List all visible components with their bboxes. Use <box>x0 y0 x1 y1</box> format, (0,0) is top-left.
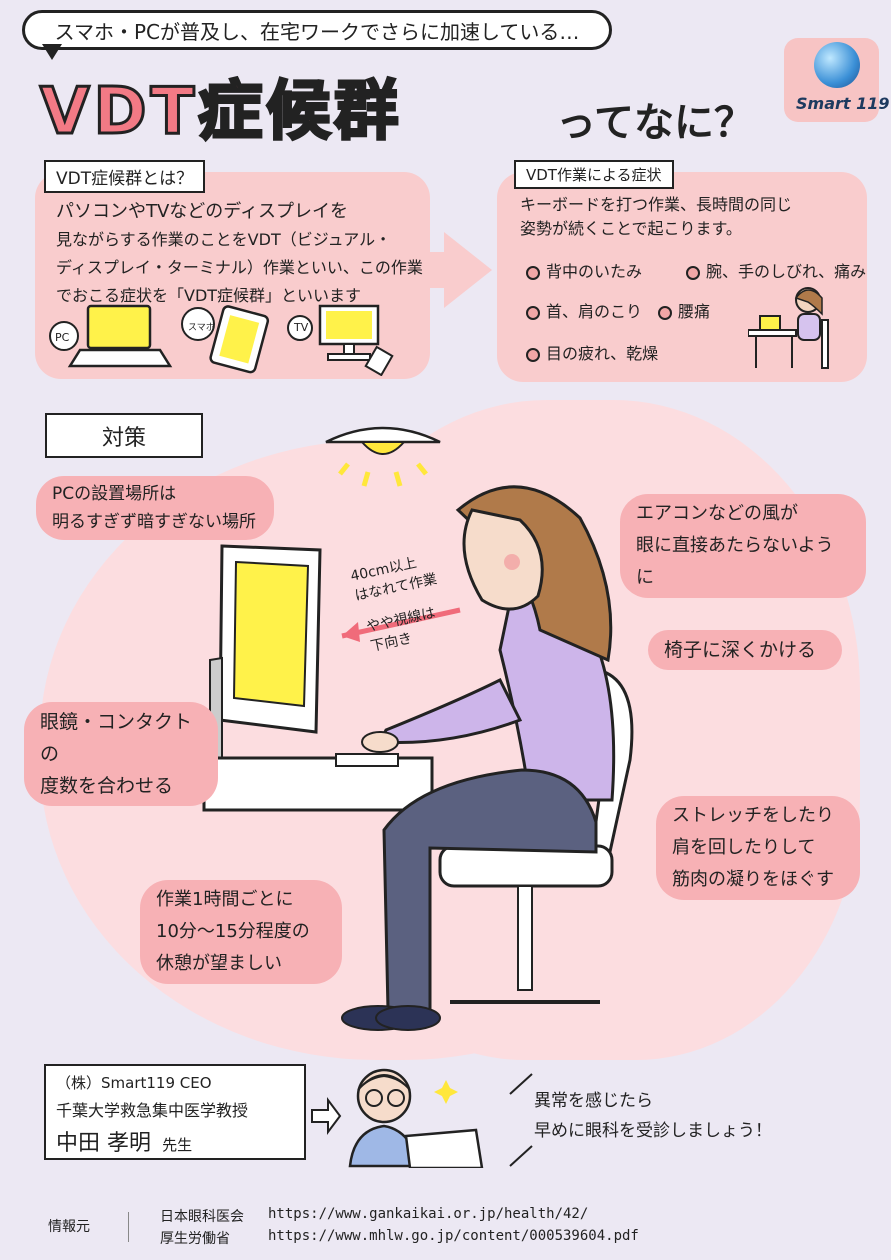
symptom-item: 腰痛 <box>658 298 710 322</box>
symptom-text: 背中のいたみ <box>546 262 643 281</box>
device-label-tv: TV <box>294 321 309 334</box>
smartphone-icon <box>181 305 270 374</box>
logo-text: Smart 119 <box>796 94 890 113</box>
desk-worker-illustration <box>202 485 634 1031</box>
tip-line: 作業1時間ごとに <box>156 889 294 910</box>
source-org-1: 日本眼科医会 <box>160 1209 244 1225</box>
bullet-dot-icon <box>658 305 672 320</box>
source-link-1[interactable]: https://www.gankaikai.or.jp/health/42/ <box>268 1206 589 1222</box>
symptom-text: 腕、手のしびれ、痛み <box>706 262 867 281</box>
symptom-text: 首、肩のこり <box>546 302 643 321</box>
tip-line: 肩を回したりして <box>672 837 816 858</box>
doctor-illustration <box>311 1068 484 1168</box>
definition-line: ディスプレイ・ターミナル）作業といい、この作業 <box>56 258 423 277</box>
bullet-dot-icon <box>526 347 540 362</box>
symptom-item: 腕、手のしびれ、痛み <box>686 258 866 282</box>
bullet-dot-icon <box>526 305 540 320</box>
device-label-phone: スマホ <box>188 323 215 333</box>
device-illustrations <box>49 304 394 376</box>
symptoms-label: VDT作業による症状 <box>514 160 674 189</box>
tip-chair: 椅子に深くかける <box>648 630 842 670</box>
symptom-text: 目の疲れ、乾燥 <box>546 344 659 363</box>
credit-line1: （株）Smart119 CEO <box>56 1074 212 1092</box>
quote-mark-icon <box>509 1073 533 1167</box>
measures-label: 対策 <box>45 413 203 458</box>
tip-line: 度数を合わせる <box>40 775 174 797</box>
ceiling-lamp-icon <box>325 426 441 487</box>
pc-icon <box>49 304 173 368</box>
symptoms-intro-line: 姿勢が続くことで起こります。 <box>520 219 742 238</box>
intro-text: スマホ・PCが普及し、在宅ワークでさらに加速している… <box>54 19 580 44</box>
credit-honorific: 先生 <box>162 1136 193 1154</box>
working-person-illustration <box>748 287 829 369</box>
tip-line: 眼に直接あたらないように <box>636 535 834 588</box>
tip-lighting: PCの設置場所は 明るすぎず暗すぎない場所 <box>36 476 274 540</box>
device-label-pc: PC <box>55 331 70 344</box>
tip-line: 明るすぎず暗すぎない場所 <box>52 512 256 532</box>
page-subtitle: ってなに？ <box>556 100 754 146</box>
footer-divider <box>128 1212 129 1242</box>
advice-message: 異常を感じたら 早めに眼科を受診しましょう！ <box>534 1086 772 1146</box>
tip-line: 椅子に深くかける <box>664 639 817 661</box>
credit-name-row: 中田 孝明 先生 <box>56 1125 294 1157</box>
tip-line: 休憩が望ましい <box>156 953 282 974</box>
smart119-logo-icon <box>814 42 860 88</box>
tip-stretch: ストレッチをしたり 肩を回したりして 筋肉の凝りをほぐす <box>656 796 860 900</box>
definition-text: パソコンやTVなどのディスプレイを 見ながらする作業のことをVDT（ビジュアル・… <box>56 198 426 310</box>
tv-icon <box>287 304 394 376</box>
speech-bubble-tail <box>42 44 62 60</box>
definition-label: VDT症候群とは？ <box>44 160 206 193</box>
tip-line: 10分～15分程度の <box>156 921 310 942</box>
definition-line: でおこる症状を「VDT症候群」といいます <box>56 286 362 305</box>
credit-name: 中田 孝明 <box>56 1131 151 1156</box>
tip-line: ストレッチをしたり <box>672 805 834 826</box>
tip-break: 作業1時間ごとに 10分～15分程度の 休憩が望ましい <box>140 880 342 984</box>
intro-speech-bubble: スマホ・PCが普及し、在宅ワークでさらに加速している… <box>22 10 612 50</box>
symptoms-intro: キーボードを打つ作業、長時間の同じ 姿勢が続くことで起こります。 <box>520 193 792 241</box>
symptoms-intro-line: キーボードを打つ作業、長時間の同じ <box>520 195 793 214</box>
monitor-icon <box>209 544 322 761</box>
definition-line: パソコンやTVなどのディスプレイを <box>56 201 349 222</box>
definition-line: 見ながらする作業のことをVDT（ビジュアル・ <box>56 230 392 249</box>
credit-line2: 千葉大学救急集中医学教授 <box>56 1101 249 1120</box>
symptoms-card <box>497 172 867 382</box>
source-org-2: 厚生労働省 <box>160 1231 230 1247</box>
tip-line: 眼鏡・コンタクトの <box>40 711 193 765</box>
symptom-item: 背中のいたみ <box>526 258 642 282</box>
tip-line: エアコンなどの風が <box>636 503 798 524</box>
symptom-text: 腰痛 <box>678 302 711 321</box>
source-label: 情報元 <box>48 1219 90 1235</box>
bullet-dot-icon <box>686 265 700 280</box>
page-title: VDT症候群 <box>38 74 403 151</box>
source-link-2[interactable]: https://www.mhlw.go.jp/content/000539604… <box>268 1228 639 1244</box>
symptom-item: 首、肩のこり <box>526 298 642 322</box>
tip-glasses: 眼鏡・コンタクトの 度数を合わせる <box>24 702 218 806</box>
tip-aircon: エアコンなどの風が 眼に直接あたらないように <box>620 494 866 598</box>
tip-line: PCの設置場所は <box>52 484 177 504</box>
advice-line: 異常を感じたら <box>534 1091 653 1111</box>
right-arrow-icon <box>444 232 492 308</box>
credit-box: （株）Smart119 CEO 千葉大学救急集中医学教授 中田 孝明 先生 <box>44 1064 306 1160</box>
bullet-dot-icon <box>526 265 540 280</box>
advice-line: 早めに眼科を受診しましょう！ <box>534 1121 772 1141</box>
symptom-item: 目の疲れ、乾燥 <box>526 340 658 364</box>
tip-line: 筋肉の凝りをほぐす <box>672 869 834 890</box>
